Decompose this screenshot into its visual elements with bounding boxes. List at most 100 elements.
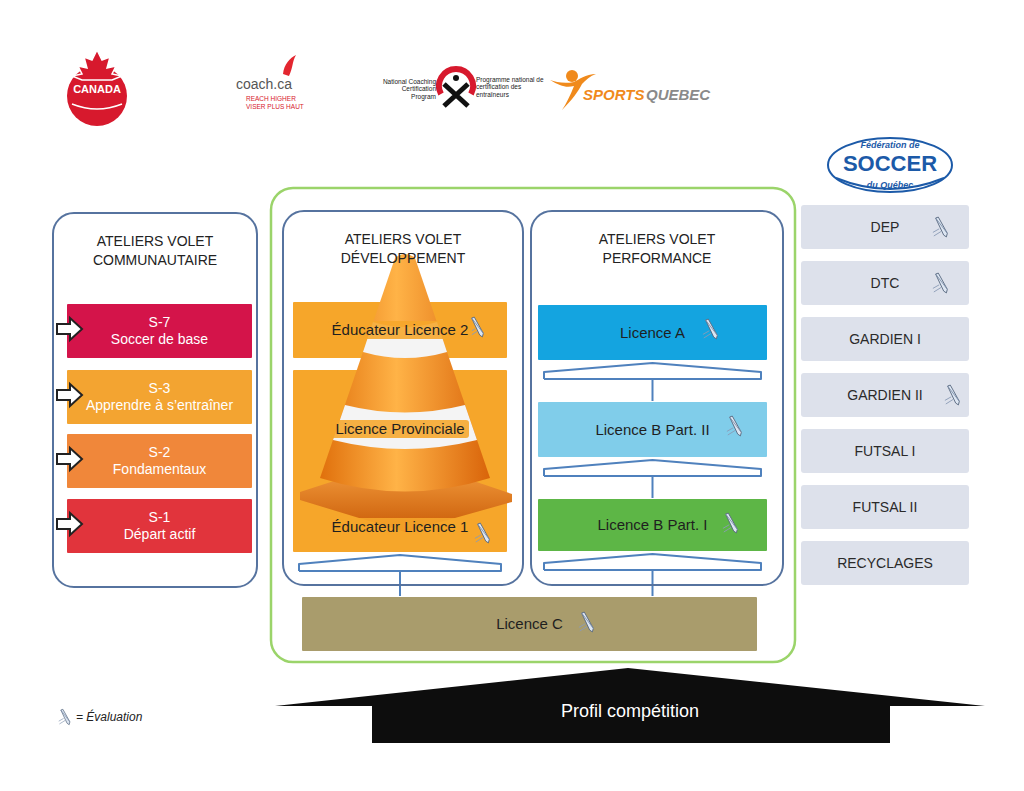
box-label: FUTSAL I (855, 443, 916, 460)
workshop-box: S-1Départ actif (67, 499, 252, 553)
box-label: Éducateur Licence 1 (328, 518, 473, 536)
group-heading: ATELIERS VOLET COMMUNAUTAIRE (68, 232, 243, 270)
arrow-head (544, 554, 761, 570)
logo-text: SOCCER (830, 151, 950, 176)
connector-line (399, 571, 401, 596)
licence-box: Licence B Part. I (538, 499, 767, 551)
nccp-logo (439, 69, 473, 106)
box-label: FUTSAL II (853, 499, 918, 516)
evaluation-icon (727, 416, 741, 436)
stream-group: S-7Soccer de baseS-3Apprendre à s’entraî… (52, 212, 258, 588)
box-label: GARDIEN II (847, 387, 922, 404)
nccp-cross (444, 84, 468, 106)
entry-arrow (57, 318, 82, 340)
cone-stripe (363, 322, 447, 358)
evaluation-icon (933, 217, 947, 237)
logo-tagline: REACH HIGHER (246, 95, 306, 102)
box-label: S-1 (149, 509, 171, 526)
logo-text: Programme national de certification des … (476, 76, 546, 98)
connector-line (652, 570, 654, 596)
evaluation-icon (703, 319, 717, 339)
side-course-box: GARDIEN II (801, 373, 969, 417)
box-label: Licence C (496, 615, 563, 633)
box-label: Apprendre à s’entraîner (86, 397, 233, 414)
side-course-box: DEP (801, 205, 969, 249)
logo-text: QUEBEC (646, 86, 716, 103)
logo-text: coach.ca (236, 76, 296, 92)
cone-stripe (333, 405, 477, 449)
side-course-box: FUTSAL II (801, 485, 969, 529)
licence-box: Licence C (302, 597, 757, 651)
legend-icon (59, 709, 70, 724)
box-label: Licence Provinciale (331, 420, 468, 438)
evaluation-icon (945, 385, 959, 405)
box-label: Soccer de base (111, 331, 208, 348)
evaluation-icon (933, 273, 947, 293)
stream-group: Éducateur Licence 2 Licence ProvincialeÉd… (282, 210, 524, 586)
arrow-head (299, 555, 501, 571)
connector-line (652, 476, 654, 498)
workshop-box: S-2Fondamentaux (67, 434, 252, 488)
arrow-head (544, 460, 761, 476)
logo-text: SPORTS (583, 86, 647, 103)
logo-text: Fédération de (840, 140, 940, 150)
stream-group: Licence A Licence B Part. II Licence B Par… (530, 210, 784, 586)
box-label: S-2 (149, 444, 171, 461)
box-label: Départ actif (124, 526, 196, 543)
side-course-box: GARDIEN I (801, 317, 969, 361)
cone-body (320, 254, 490, 492)
ball-seam (72, 104, 122, 109)
evaluation-icons (59, 217, 960, 725)
evaluation-icon (723, 513, 737, 533)
box-label: Licence B Part. I (597, 516, 707, 534)
logo-tagline: VISER PLUS HAUT (246, 103, 306, 110)
connector-line (652, 379, 654, 401)
box-label: Profil compétition (561, 699, 699, 724)
progression-arrow (544, 460, 761, 498)
legend-text: = Évaluation (76, 711, 142, 725)
logo-text: du Québec (840, 180, 940, 190)
arrow-fill (275, 668, 985, 743)
box-label: Licence B Part. II (595, 421, 709, 439)
box-label: DTC (871, 275, 900, 292)
entry-arrow (57, 513, 82, 535)
logo-text: CANADA (62, 83, 132, 96)
group-heading: ATELIERS VOLET PERFORMANCE (570, 230, 745, 268)
licence-box: Éducateur Licence 2 (293, 302, 507, 358)
box-label: RECYCLAGES (837, 555, 933, 572)
nccp-head (453, 75, 459, 81)
box-label: S-7 (149, 314, 171, 331)
progression-arrow (299, 555, 501, 596)
workshop-box: S-3Apprendre à s’entraîner (67, 370, 252, 424)
progression-arrow (544, 363, 761, 401)
licence-box: Licence B Part. II (538, 402, 767, 457)
licence-box: Licence A (538, 305, 767, 360)
box-label: Licence A (620, 324, 685, 342)
evaluation-icon (475, 523, 489, 543)
fsq-logo (828, 138, 952, 192)
figure-head (566, 70, 578, 82)
evaluation-icon (579, 612, 593, 632)
box-label: Éducateur Licence 2 (328, 321, 473, 339)
arrow-head (544, 363, 761, 379)
side-course-box: DTC (801, 261, 969, 305)
licence-box: Licence ProvincialeÉducateur Licence 1 (293, 370, 507, 552)
box-label: DEP (871, 219, 900, 236)
side-course-box: FUTSAL I (801, 429, 969, 473)
box-label: GARDIEN I (849, 331, 921, 348)
entry-arrow (57, 384, 82, 406)
cone-base (300, 458, 512, 532)
coach-logo-mark (283, 55, 296, 76)
maple-leaf (72, 50, 122, 80)
box-label: S-3 (149, 380, 171, 397)
progression-arrow (544, 554, 761, 596)
logo-text: National Coaching Certification Program (378, 78, 436, 100)
traffic-cone (300, 254, 512, 532)
nccp-arc (439, 69, 473, 94)
evaluation-icon (469, 317, 483, 337)
profile-arrow: Profil compétition (275, 668, 985, 743)
box-label: Fondamentaux (113, 461, 206, 478)
workshop-box: S-7Soccer de base (67, 304, 252, 358)
